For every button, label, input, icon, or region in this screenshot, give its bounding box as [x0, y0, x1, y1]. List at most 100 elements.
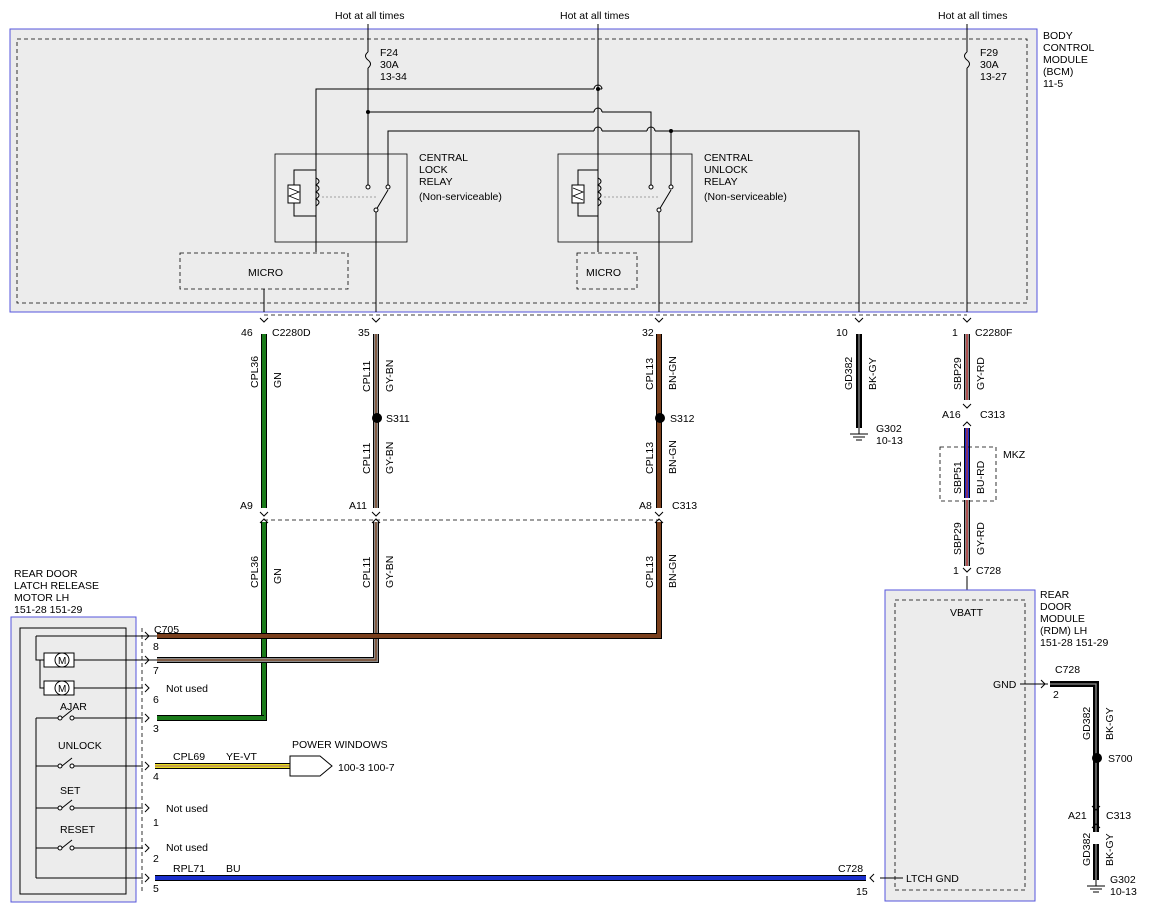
svg-text:C2280F: C2280F: [975, 327, 1012, 339]
svg-text:A16: A16: [942, 409, 961, 421]
svg-text:8: 8: [153, 641, 159, 653]
svg-text:(BCM): (BCM): [1043, 66, 1073, 78]
svg-text:GY-BN: GY-BN: [384, 556, 396, 588]
unlock-relay-box: [557, 153, 693, 243]
svg-text:2: 2: [1053, 689, 1059, 701]
svg-text:11-5: 11-5: [1043, 78, 1063, 90]
micro-label-2: MICRO: [586, 267, 621, 279]
svg-text:REAR DOOR: REAR DOOR: [14, 568, 78, 580]
switch-ajar-label: AJAR: [60, 701, 87, 713]
svg-text:GY-BN: GY-BN: [384, 360, 396, 392]
rdm-gnd-label: GND: [993, 679, 1017, 691]
rdm-box: [884, 589, 1036, 902]
lock-relay-pivot: [373, 207, 379, 213]
rdm-inner-dashed: [894, 599, 1026, 891]
svg-text:32: 32: [642, 327, 654, 339]
wire-gd382-rdm-labels: GD382 BK-GY GD382 BK-GY: [1081, 707, 1116, 866]
wire-gd382-rdm: [1050, 681, 1099, 880]
ground-g302-top-label: G302 10-13: [876, 423, 903, 447]
hop-2: [593, 107, 603, 113]
bcm-internal-line-2b: [602, 111, 652, 185]
svg-text:CPL13: CPL13: [644, 442, 656, 474]
svg-text:BK-GY: BK-GY: [1104, 833, 1116, 866]
ground-g302-bottom-icon: [1087, 880, 1105, 893]
switch-unlock-icon: [36, 757, 143, 769]
connector-c728-pin2: C728 2: [1040, 664, 1080, 701]
unlock-relay-pivot: [656, 207, 662, 213]
svg-text:13-27: 13-27: [980, 71, 1007, 83]
svg-text:13-34: 13-34: [380, 71, 407, 83]
bcm-internal-line-1: [315, 88, 594, 252]
svg-text:G302: G302: [1110, 874, 1136, 886]
svg-text:(RDM) LH: (RDM) LH: [1040, 625, 1087, 637]
svg-text:CPL36: CPL36: [249, 556, 261, 588]
hop-3: [593, 126, 603, 132]
svg-text:G302: G302: [876, 423, 902, 435]
switch-unlock-label: UNLOCK: [58, 740, 102, 752]
wire-cpl36: [157, 334, 267, 721]
svg-text:CENTRAL: CENTRAL: [419, 152, 468, 164]
svg-text:C728: C728: [1055, 664, 1080, 676]
unlock-relay-label: CENTRAL UNLOCK RELAY (Non-serviceable): [704, 152, 787, 203]
switch-set-label: SET: [60, 785, 81, 797]
bcm-title: BODY CONTROL MODULE (BCM) 11-5: [1043, 30, 1094, 90]
svg-text:GY-BN: GY-BN: [384, 442, 396, 474]
connector-chevrons-top: [259, 317, 972, 323]
wire-cpl13-labels: CPL13 BN-GN CPL13 BN-GN CPL13 BN-GN: [644, 356, 679, 588]
micro-box-2: [576, 252, 638, 290]
splice-s312: [655, 413, 665, 423]
svg-text:CPL11: CPL11: [361, 557, 373, 588]
svg-text:GY-RD: GY-RD: [975, 522, 987, 555]
svg-text:GY-RD: GY-RD: [975, 357, 987, 390]
svg-text:35: 35: [358, 327, 370, 339]
splice-s700-label: S700: [1108, 753, 1133, 765]
wire-rpl71-name: RPL71: [173, 863, 205, 875]
bcm-box: [9, 28, 1038, 313]
svg-text:RELAY: RELAY: [419, 176, 453, 188]
svg-text:SBP29: SBP29: [952, 522, 964, 555]
switch-set-icon: [36, 799, 143, 811]
bcm-internal-line-3c: [655, 130, 860, 312]
svg-text:Not used: Not used: [166, 803, 208, 815]
svg-text:C2280D: C2280D: [272, 327, 311, 339]
svg-text:A9: A9: [240, 500, 253, 512]
micro-label-1: MICRO: [248, 267, 283, 279]
svg-text:Not used: Not used: [166, 683, 208, 695]
lock-relay-box: [274, 153, 408, 243]
splice-s312-label: S312: [670, 413, 695, 425]
svg-text:46: 46: [241, 327, 253, 339]
svg-text:C313: C313: [1106, 810, 1131, 822]
fuse-f24-label: F24 30A 13-34: [380, 47, 407, 83]
switch-reset-icon: [36, 839, 143, 851]
lock-relay-coil-icon: [287, 169, 320, 217]
wire-gd382-bcm-labels: GD382 BK-GY: [843, 357, 879, 390]
connector-c313-row: A9 A11 A8 C313: [240, 500, 697, 524]
svg-text:SBP29: SBP29: [952, 357, 964, 390]
hot-label-2: Hot at all times: [560, 10, 629, 22]
svg-text:A11: A11: [349, 500, 367, 512]
fuse-f24-symbol: [365, 51, 371, 69]
svg-text:GD382: GD382: [1081, 833, 1093, 866]
connector-c313-a21: A21 C313: [1068, 805, 1131, 829]
svg-text:UNLOCK: UNLOCK: [704, 164, 748, 176]
svg-text:BODY: BODY: [1043, 30, 1073, 42]
svg-text:4: 4: [153, 771, 159, 783]
latch-title: REAR DOOR LATCH RELEASE MOTOR LH 151-28 …: [14, 568, 99, 616]
svg-text:C728: C728: [838, 863, 863, 875]
svg-text:BN-GN: BN-GN: [667, 356, 679, 390]
svg-text:(Non-serviceable): (Non-serviceable): [704, 191, 787, 203]
svg-text:BK-GY: BK-GY: [1104, 707, 1116, 740]
hop-4: [646, 126, 656, 132]
ground-g302-top-icon: [850, 428, 868, 441]
latch-motor-2-icon: [39, 660, 143, 696]
hot-label-3: Hot at all times: [938, 10, 1007, 22]
svg-text:C313: C313: [980, 409, 1005, 421]
svg-text:5: 5: [153, 883, 159, 895]
switch-reset-label: RESET: [60, 824, 96, 836]
wire-cpl36-labels: CPL36 GN CPL36 GN: [249, 356, 284, 588]
connector-c728-pin15: C728 15: [838, 863, 875, 898]
svg-text:RELAY: RELAY: [704, 176, 738, 188]
svg-text:GD382: GD382: [843, 357, 855, 390]
svg-text:7: 7: [153, 665, 159, 677]
